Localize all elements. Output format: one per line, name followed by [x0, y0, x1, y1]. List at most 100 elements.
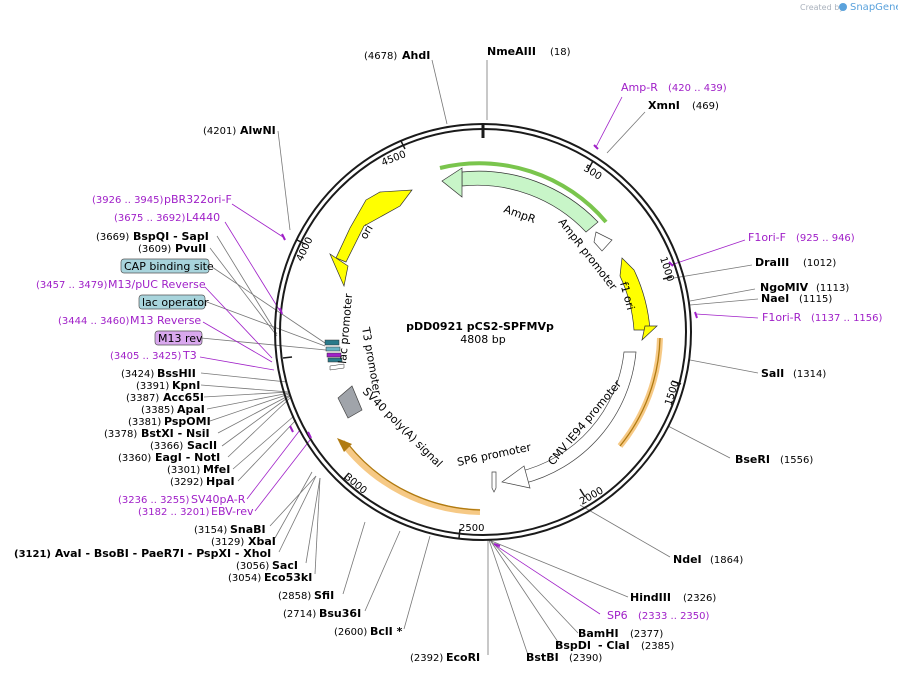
- enzyme-naei: NaeI: [761, 292, 789, 305]
- t3-mark: [327, 357, 343, 363]
- primer-f1ori-r-range: (1137 .. 1156): [811, 313, 883, 324]
- lac-operator-box: [138, 294, 206, 310]
- enzyme-sfii: SfiI: [314, 589, 334, 602]
- primer-l4440-range: (3675 .. 3692): [114, 213, 186, 224]
- enzyme-xbai: XbaI: [248, 535, 276, 548]
- enzyme-bstbi-pos: (2390): [569, 653, 602, 664]
- enzyme-ngomiv: NgoMIV: [760, 281, 809, 294]
- primer-marks: [279, 144, 698, 547]
- enzyme-bstbi: BstBI: [526, 651, 559, 664]
- enzyme-eco53ki-pos: (3054): [228, 573, 261, 584]
- enzyme-bamhi-pos: (2377): [630, 629, 663, 640]
- primer-m13puc-reverse-range: (3457 .. 3479): [36, 280, 108, 291]
- primer-amp-r-range: (420 .. 439): [668, 83, 727, 94]
- enzyme-kpni-pos: (3391): [136, 381, 169, 392]
- enzyme-snabi: SnaBI: [230, 523, 266, 536]
- enzyme-hindiii: HindIII: [630, 591, 671, 604]
- enzyme-avai-row: (3121) AvaI - BsoBI - PaeR7I - PspXI - X…: [14, 547, 271, 560]
- primer-m13puc-reverse: M13/pUC Reverse: [108, 278, 206, 291]
- enzyme-pspomi-pos: (3381): [128, 417, 161, 428]
- enzyme-eco53ki: Eco53kI: [264, 571, 312, 584]
- enzyme-bspqi-pos: (3669): [96, 232, 129, 243]
- enzyme-kpni: KpnI: [172, 379, 200, 392]
- enzyme-bstxi-pos: (3378): [104, 429, 137, 440]
- ampr-highlight: [439, 161, 608, 224]
- enzyme-eagi-pos: (3360): [118, 453, 151, 464]
- cap-site-mark: [324, 339, 340, 346]
- sv40-highlight-line: [347, 443, 481, 511]
- sp6-promoter-label: SP6 promoter: [456, 440, 533, 468]
- cap-binding-site-box: [120, 258, 210, 274]
- enzyme-pvuii: PvuII: [175, 242, 206, 255]
- ampr-feature: [461, 170, 599, 233]
- enzyme-ahdi: AhdI: [402, 49, 430, 62]
- enzyme-eagi-row: EagI - NotI: [155, 451, 220, 464]
- leader-lines: [200, 59, 759, 656]
- ampr-promoter-feature: [593, 231, 613, 252]
- lac-operator-label: lac operator: [142, 296, 209, 309]
- enzyme-hpai-pos: (3292): [170, 477, 203, 488]
- lac-promoter-mark: [329, 363, 345, 371]
- enzyme-clai: - ClaI: [598, 639, 630, 652]
- primer-m13-reverse-range: (3444 .. 3460): [58, 316, 130, 327]
- cmv-promoter-arrowhead: [501, 465, 531, 489]
- cmv-promoter-label: CMV IE94 promoter: [545, 377, 624, 468]
- primer-f1ori-r: F1ori-R: [762, 311, 802, 324]
- lac-operator-mark: [325, 346, 341, 352]
- enzyme-hindiii-pos: (2326): [683, 593, 716, 604]
- enzyme-pvuii-pos: (3609): [138, 244, 171, 255]
- sp6-promoter-feature: [491, 471, 497, 493]
- enzyme-bsu36i: Bsu36I: [319, 607, 361, 620]
- enzyme-sali: SalI: [761, 367, 784, 380]
- enzyme-bcli-pos: (2600): [334, 627, 367, 638]
- enzyme-pspomi: PspOMI: [164, 415, 211, 428]
- enzyme-xmni-pos: (469): [692, 101, 719, 112]
- m13-rev-label: M13 rev: [158, 332, 203, 345]
- tick-3000: 3000: [342, 472, 369, 497]
- enzyme-saci: SacI: [272, 559, 298, 572]
- primer-amp-r: Amp-R: [621, 81, 658, 94]
- enzyme-acc65i-pos: (3387): [126, 393, 159, 404]
- ampr-label: AmpR: [502, 203, 538, 227]
- enzyme-ecori: EcoRI: [446, 651, 480, 664]
- tick-marks: [282, 124, 682, 539]
- enzyme-mfei: MfeI: [203, 463, 230, 476]
- snapgene-brand: SnapGene: [850, 2, 898, 13]
- enzyme-sali-pos: (1314): [793, 369, 826, 380]
- ori-label: ori: [357, 223, 375, 242]
- enzyme-sacii-pos: (3366): [150, 441, 183, 452]
- enzyme-ndei-pos: (1864): [710, 555, 743, 566]
- enzyme-mfei-pos: (3301): [167, 465, 200, 476]
- enzyme-ndei: NdeI: [673, 553, 702, 566]
- enzyme-nmeaiii-pos: (18): [550, 47, 571, 58]
- sv40-highlight-arc: [339, 440, 481, 515]
- enzyme-draiii-pos: (1012): [803, 258, 836, 269]
- enzyme-alwni-pos: (4201): [203, 126, 236, 137]
- primer-t3-range: (3405 .. 3425): [110, 351, 182, 362]
- primer-m13-reverse: M13 Reverse: [130, 314, 201, 327]
- primer-ebv-rev-range: (3182 .. 3201): [138, 507, 210, 518]
- enzyme-bamhi: BamHI: [578, 627, 619, 640]
- ori-feature: [335, 189, 413, 263]
- cmv-highlight-line: [619, 337, 661, 447]
- enzyme-apai: ApaI: [177, 403, 205, 416]
- enzyme-xbai-pos: (3129): [211, 537, 244, 548]
- enzyme-ahdi-pos: (4678): [364, 51, 397, 62]
- f1-ori-arrowhead: [641, 325, 658, 342]
- enzyme-saci-pos: (3056): [236, 561, 269, 572]
- plasmid-name: pDD0921 pCS2-SPFMVp: [406, 320, 554, 333]
- enzyme-bspdi: BspDI: [555, 639, 591, 652]
- enzyme-bspqi-row: BspQI - SapI: [133, 230, 209, 243]
- lac-promoter-label: lac promoter: [336, 293, 355, 365]
- tick-2500: 2500: [459, 523, 484, 534]
- enzyme-beri: BseRI: [735, 453, 770, 466]
- enzyme-snabi-pos: (3154): [194, 525, 227, 536]
- created-by-label: Created by: [800, 3, 844, 12]
- tick-4500: 4500: [380, 149, 408, 169]
- enzyme-nmeaiii: NmeAIII: [487, 45, 536, 58]
- enzyme-bcli: BclI *: [370, 625, 403, 638]
- ampr-arrowhead: [441, 167, 463, 198]
- primer-sp6: SP6: [607, 609, 628, 622]
- enzyme-bsshii: BssHII: [157, 367, 196, 380]
- enzyme-xmni: XmnI: [648, 99, 680, 112]
